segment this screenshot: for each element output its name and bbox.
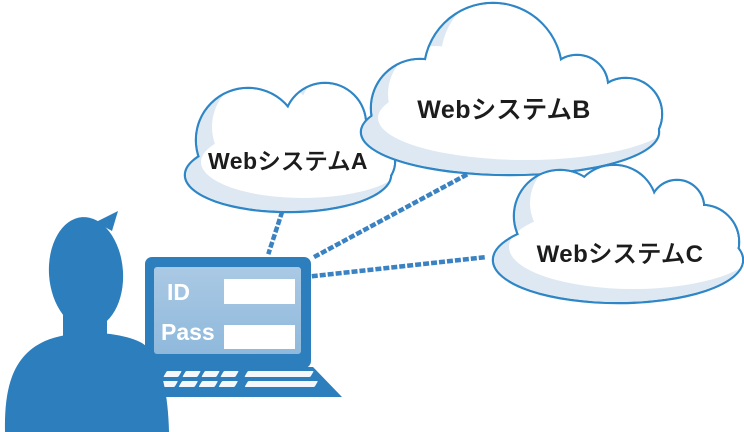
laptop (145, 257, 342, 397)
id-input-box (224, 279, 295, 304)
connector-laptop-cloud-c (311, 254, 490, 279)
cloud-a-label: WebシステムA (207, 148, 369, 174)
cloud-b-label: WebシステムB (417, 96, 591, 124)
pass-label: Pass (161, 319, 215, 345)
id-label: ID (167, 279, 190, 305)
user-silhouette (4, 211, 170, 432)
user-torso (4, 332, 170, 432)
cloud-b-shape (359, 1, 664, 177)
pass-input-box (224, 325, 295, 349)
cloud-c-shape (491, 163, 744, 305)
connector-laptop-cloud-a (266, 203, 287, 255)
user-hair-tuft (96, 211, 118, 231)
cloud-c-label: WebシステムC (536, 241, 704, 268)
connector-laptop-cloud-b (312, 171, 470, 260)
